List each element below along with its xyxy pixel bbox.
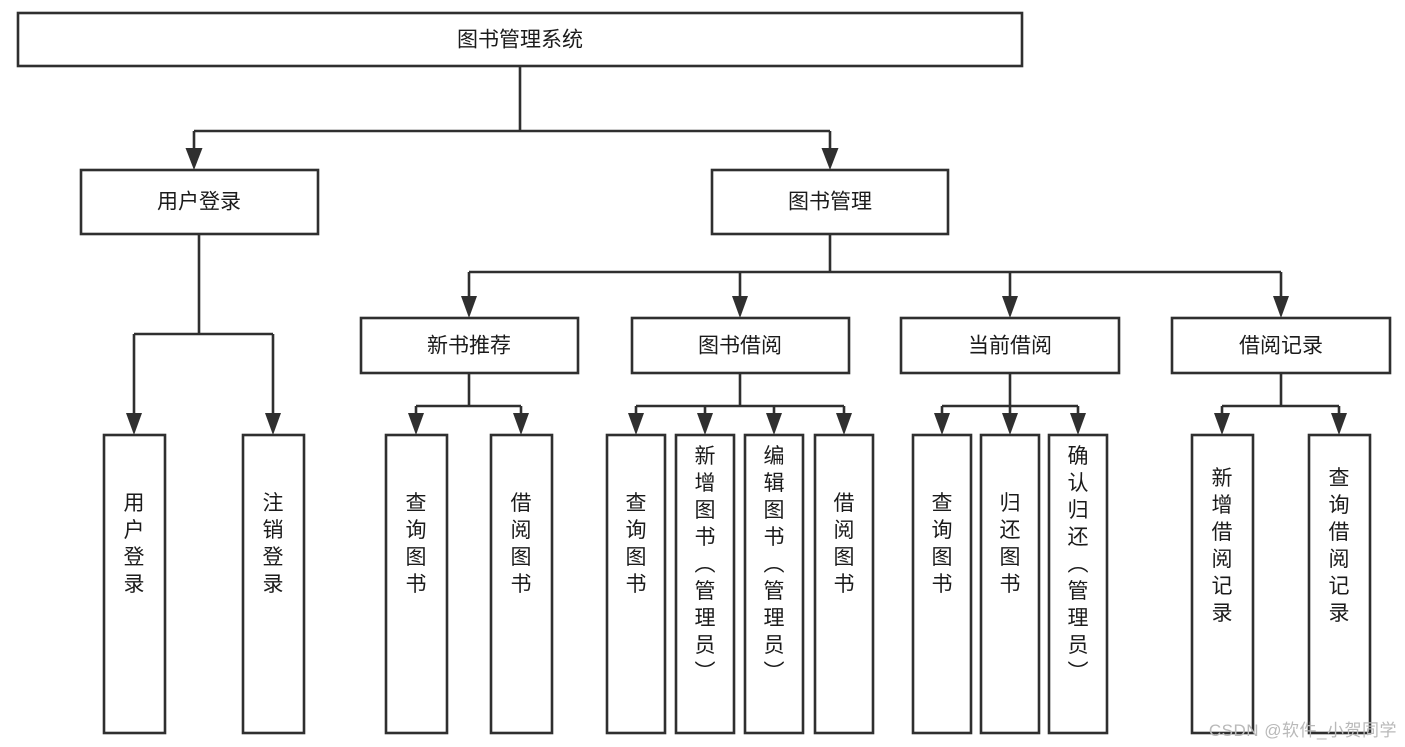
leaf-current-borrow-3[interactable]: 确认归还︵管理员︶ [1047,433,1109,735]
arrowhead-current-borrow-leaf-1 [934,413,950,435]
node-book-borrow[interactable]: 图书借阅 [630,316,851,375]
connector-borrow-record-to-leaves [1214,373,1347,435]
leaf-borrow-record-1-label: 新增借阅记录 [1212,467,1233,625]
leaf-book-borrow-4-label: 借阅图书 [834,492,855,596]
node-book-borrow-box[interactable] [630,316,851,375]
leaf-new-book-2-label: 借阅图书 [511,492,532,596]
leaf-book-borrow-2-box[interactable] [674,433,736,735]
node-user-login-label: 用户登录 [157,191,241,214]
leaf-book-borrow-3-box[interactable] [743,433,805,735]
leaf-current-borrow-3-box[interactable] [1047,433,1109,735]
node-current-borrow-box[interactable] [899,316,1121,375]
leaf-current-borrow-2-box[interactable] [979,433,1041,735]
node-new-book-recommend-box[interactable] [359,316,580,375]
leaf-user-login-2-label: 注销登录 [263,492,284,596]
connector-book-borrow-to-leaves [628,373,852,435]
leaf-book-borrow-4[interactable]: 借阅图书 [813,433,875,735]
node-new-book-recommend-label: 新书推荐 [427,335,511,358]
arrowhead-borrow-record-leaf-2 [1331,413,1347,435]
leaf-book-borrow-2[interactable]: 新增图书︵管理员︶ [674,433,736,735]
connector-user-login-to-leaves [126,234,281,435]
connector-current-borrow-to-leaves [934,373,1086,435]
connector-root-to-level2 [185,66,839,170]
arrowhead-user-login-leaf-1 [126,413,142,435]
arrowhead-to-new-book [461,296,477,318]
node-borrow-record-box[interactable] [1170,316,1392,375]
arrowhead-to-current-borrow [1002,296,1018,318]
node-book-management[interactable]: 图书管理 [710,168,950,236]
leaf-book-borrow-3[interactable]: 编辑图书︵管理员︶ [743,433,805,735]
node-root-box[interactable] [16,11,1024,68]
leaf-book-borrow-1[interactable]: 查询图书 [605,433,667,735]
leaf-user-login-1[interactable]: 用户登录 [102,433,167,735]
leaf-new-book-2-box[interactable] [489,433,554,735]
leaf-borrow-record-1-box[interactable] [1190,433,1255,735]
leaf-user-login-2[interactable]: 注销登录 [241,433,306,735]
arrowhead-borrow-record-leaf-1 [1214,413,1230,435]
leaf-borrow-record-1[interactable]: 新增借阅记录 [1190,433,1255,735]
leaf-book-borrow-3-label: 编辑图书︵管理员︶ [764,445,785,684]
arrowhead-book-borrow-leaf-1 [628,413,644,435]
leaf-book-borrow-4-box[interactable] [813,433,875,735]
arrowhead-book-borrow-leaf-3 [766,413,782,435]
leaf-borrow-record-2-label: 查询借阅记录 [1329,467,1350,625]
arrowhead-new-book-leaf-1 [408,413,424,435]
leaf-current-borrow-2-label: 归还图书 [1000,492,1021,596]
leaf-new-book-1-label: 查询图书 [406,492,427,596]
leaf-new-book-1[interactable]: 查询图书 [384,433,449,735]
leaf-current-borrow-1-label: 查询图书 [932,492,953,596]
node-root[interactable]: 图书管理系统 [16,11,1024,68]
node-book-borrow-label: 图书借阅 [698,335,782,358]
leaf-current-borrow-3-label: 确认归还︵管理员︶ [1068,445,1089,684]
arrowhead-book-borrow-leaf-2 [697,413,713,435]
leaf-borrow-record-2[interactable]: 查询借阅记录 [1307,433,1372,735]
arrowhead-user-login-leaf-2 [265,413,281,435]
arrowhead-to-book-mgmt [821,148,839,170]
leaf-book-borrow-1-box[interactable] [605,433,667,735]
leaf-current-borrow-1[interactable]: 查询图书 [911,433,973,735]
node-new-book-recommend[interactable]: 新书推荐 [359,316,580,375]
arrowhead-to-user-login [185,148,203,170]
leaf-current-borrow-2[interactable]: 归还图书 [979,433,1041,735]
connector-book-mgmt-to-level3 [461,234,1289,318]
leaf-borrow-record-2-box[interactable] [1307,433,1372,735]
node-book-management-label: 图书管理 [788,191,872,214]
arrowhead-current-borrow-leaf-2 [1002,413,1018,435]
leaf-book-borrow-1-label: 查询图书 [626,492,647,596]
node-user-login[interactable]: 用户登录 [79,168,320,236]
node-current-borrow-label: 当前借阅 [968,335,1052,358]
leaf-user-login-1-box[interactable] [102,433,167,735]
arrowhead-to-book-borrow [732,296,748,318]
leaf-new-book-1-box[interactable] [384,433,449,735]
leaf-book-borrow-2-label: 新增图书︵管理员︶ [695,445,716,684]
node-current-borrow[interactable]: 当前借阅 [899,316,1121,375]
node-book-management-box[interactable] [710,168,950,236]
arrowhead-to-borrow-record [1273,296,1289,318]
leaf-user-login-1-label: 用户登录 [124,492,145,596]
node-borrow-record[interactable]: 借阅记录 [1170,316,1392,375]
leaf-user-login-2-box[interactable] [241,433,306,735]
arrowhead-current-borrow-leaf-3 [1070,413,1086,435]
leaf-current-borrow-1-box[interactable] [911,433,973,735]
arrowhead-book-borrow-leaf-4 [836,413,852,435]
connector-new-book-to-leaves [408,373,529,435]
node-root-label: 图书管理系统 [457,29,583,52]
leaf-new-book-2[interactable]: 借阅图书 [489,433,554,735]
arrowhead-new-book-leaf-2 [513,413,529,435]
node-borrow-record-label: 借阅记录 [1239,335,1323,358]
